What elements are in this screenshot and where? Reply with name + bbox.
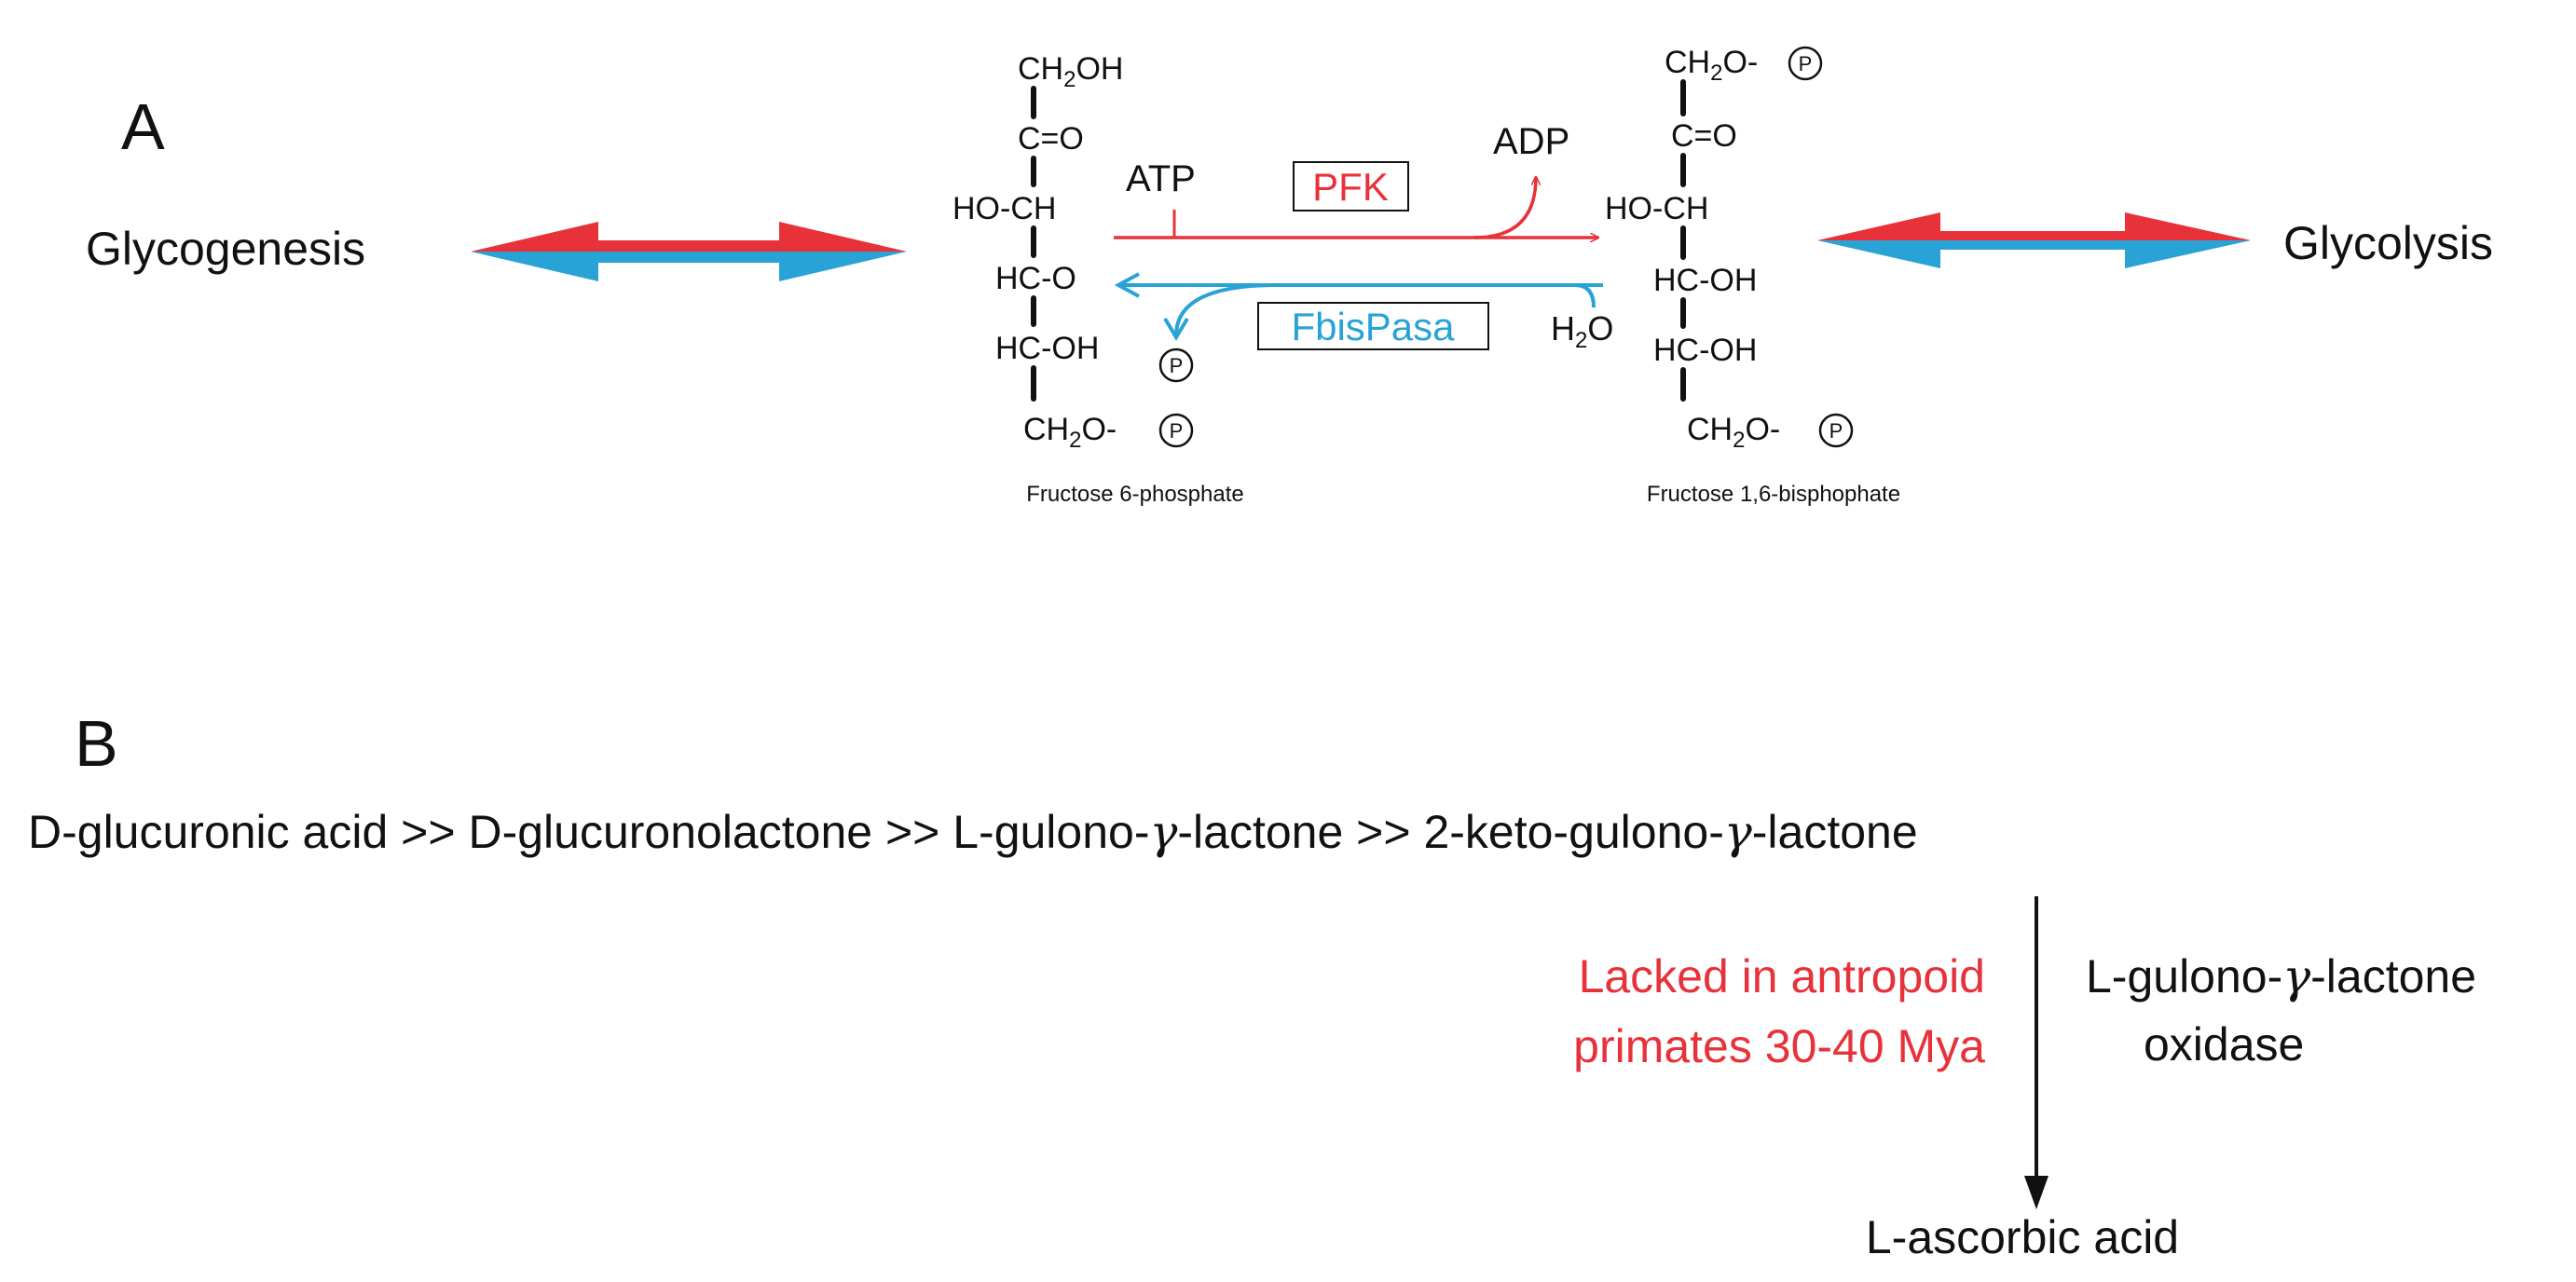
atp-label: ATP (1126, 158, 1196, 199)
f16bp-name: Fructose 1,6-bisphophate (1647, 482, 1900, 507)
oxidase-step-arrow (2024, 896, 2048, 1209)
f16bp-ch2o-p-bottom: CH2O- (1687, 412, 1780, 453)
pfk-label: PFK (1312, 165, 1389, 209)
fructose-6-phosphate-structure: CH2OH C=O HO-CH HC-O HC-OH CH2O- P (952, 51, 1194, 453)
glucuronate-pathway-line: D-glucuronic acid >> D-glucuronolactone … (28, 805, 1918, 859)
f16bp-ho-ch: HO-CH (1605, 191, 1708, 226)
panel-a-label: A (121, 90, 165, 163)
right-double-arrow-red-half (1817, 212, 2251, 240)
pfk-enzyme-box: PFK (1293, 161, 1409, 211)
phosphate-release-curve (1174, 283, 1278, 336)
oxidase-enzyme-line-1: L-gulono-γ-lactone (2086, 949, 2476, 1003)
f6p-ch2oh: CH2OH (1018, 51, 1123, 92)
f6p-ho-ch: HO-CH (952, 191, 1056, 226)
left-double-arrow-red-half (471, 222, 907, 252)
glycogenesis-label: Glycogenesis (86, 223, 365, 275)
svg-text:P: P (1799, 52, 1813, 75)
water-entry-curve (1574, 283, 1596, 308)
fbispasa-enzyme-box: FbisPasa (1257, 302, 1489, 350)
right-double-arrow (1817, 212, 2251, 268)
f6p-hc-o: HC-O (995, 261, 1076, 296)
f16bp-ch2o-p-top: CH2O- (1665, 45, 1758, 86)
f16bp-hc-oh-2: HC-OH (1653, 333, 1757, 368)
glycolysis-label: Glycolysis (2283, 217, 2493, 269)
left-double-arrow (471, 222, 907, 281)
svg-text:P: P (1829, 419, 1843, 443)
f16bp-carbonyl: C=O (1671, 118, 1737, 154)
panel-b-label: B (75, 707, 118, 780)
f16bp-phosphate-bottom-icon: P (1818, 413, 1854, 448)
f16bp-hc-oh-1: HC-OH (1653, 263, 1757, 298)
adp-exit-curve (1473, 177, 1536, 239)
water-label: H2O (1551, 309, 1613, 353)
svg-text:P: P (1170, 419, 1184, 443)
left-double-arrow-blue-half (471, 252, 907, 281)
phosphate-release-arrowhead (1163, 317, 1189, 341)
f6p-phosphate-icon: P (1158, 413, 1194, 448)
f16bp-phosphate-top-icon: P (1788, 46, 1823, 81)
right-double-arrow-blue-half (1817, 240, 2251, 268)
adp-label: ADP (1493, 121, 1569, 162)
lack-note-line-1: Lacked in antropoid (1579, 950, 1985, 1002)
f6p-ch2o-p: CH2O- (1023, 412, 1117, 453)
ascorbic-acid-product: L-ascorbic acid (1866, 1211, 2179, 1263)
lack-note-line-2: primates 30-40 Mya (1573, 1020, 1985, 1072)
reverse-reaction-arrow (1114, 272, 1603, 298)
f6p-carbonyl: C=O (1018, 121, 1084, 157)
f6p-name: Fructose 6-phosphate (1026, 482, 1243, 507)
oxidase-enzyme-line-2: oxidase (2144, 1018, 2304, 1071)
fbispasa-label: FbisPasa (1291, 305, 1455, 348)
released-phosphate-icon: P (1158, 348, 1194, 383)
svg-text:P: P (1170, 354, 1184, 377)
fructose-16-bisphosphate-structure: CH2O- P C=O HO-CH HC-OH HC-OH CH2O- P (1605, 45, 1854, 453)
f6p-hc-oh: HC-OH (995, 331, 1099, 366)
